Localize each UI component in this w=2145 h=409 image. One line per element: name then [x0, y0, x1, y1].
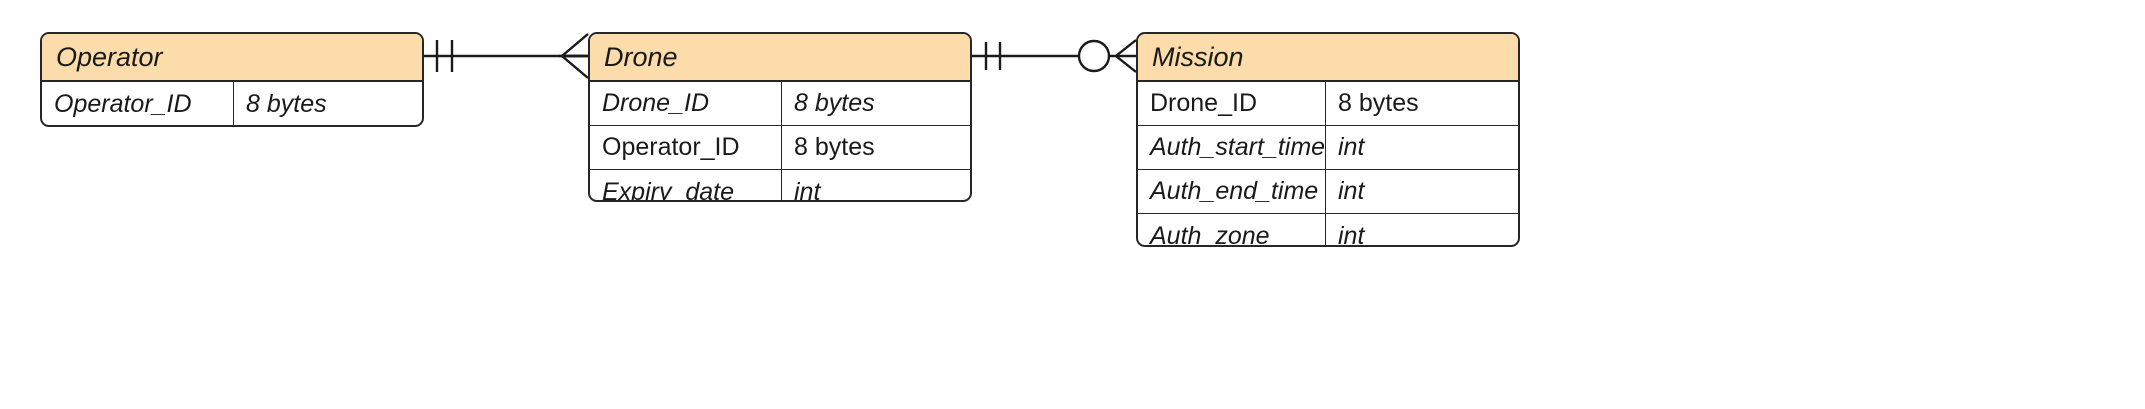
attribute-type: int	[1338, 133, 1365, 161]
attribute-type: int	[794, 177, 821, 202]
attribute-name: Auth_end_time	[1138, 170, 1326, 213]
table-row[interactable]: Operator_ID 8 bytes	[42, 82, 422, 125]
entity-mission-header: Mission	[1138, 34, 1518, 82]
attribute-type: 8 bytes	[794, 133, 875, 161]
table-row[interactable]: Operator_ID 8 bytes	[590, 126, 970, 170]
entity-drone[interactable]: Drone Drone_ID 8 bytes Operator_ID 8 byt…	[588, 32, 972, 202]
table-row[interactable]: Auth_end_time int	[1138, 170, 1518, 214]
cardinality-one-tick-mission	[1114, 39, 1137, 73]
attribute-type: int	[1338, 177, 1365, 205]
attribute-type: 8 bytes	[794, 89, 875, 117]
attribute-name: Operator_ID	[590, 126, 782, 169]
table-row[interactable]: Auth_zone int	[1138, 214, 1518, 247]
attribute-name: Drone_ID	[1138, 82, 1326, 125]
attribute-name: Auth_start_time	[1138, 126, 1326, 169]
entity-operator-title: Operator	[56, 41, 163, 72]
entity-drone-header: Drone	[590, 34, 970, 82]
attribute-name: Auth_zone	[1138, 214, 1326, 245]
entity-operator-header: Operator	[42, 34, 422, 82]
crows-foot-drone-upper	[558, 33, 589, 58]
table-row[interactable]: Drone_ID 8 bytes	[1138, 82, 1518, 126]
entity-mission[interactable]: Mission Drone_ID 8 bytes Auth_start_time…	[1136, 32, 1520, 247]
attribute-name: Expiry_date	[590, 170, 782, 200]
attribute-name: Operator_ID	[42, 82, 234, 125]
relationship-drone-mission	[972, 39, 1137, 73]
cardinality-zero-circle-mission	[1077, 39, 1111, 73]
attribute-type: 8 bytes	[246, 90, 327, 118]
attribute-name: Drone_ID	[590, 82, 782, 125]
attribute-type: int	[1338, 221, 1365, 247]
crows-foot-drone-lower	[558, 54, 589, 79]
entity-mission-title: Mission	[1152, 41, 1244, 72]
entity-drone-title: Drone	[604, 41, 678, 72]
table-row[interactable]: Auth_start_time int	[1138, 126, 1518, 170]
entity-operator[interactable]: Operator Operator_ID 8 bytes	[40, 32, 424, 127]
table-row[interactable]: Drone_ID 8 bytes	[590, 82, 970, 126]
table-row[interactable]: Expiry_date int	[590, 170, 970, 202]
relationship-operator-drone	[424, 33, 589, 79]
attribute-type: 8 bytes	[1338, 89, 1419, 117]
